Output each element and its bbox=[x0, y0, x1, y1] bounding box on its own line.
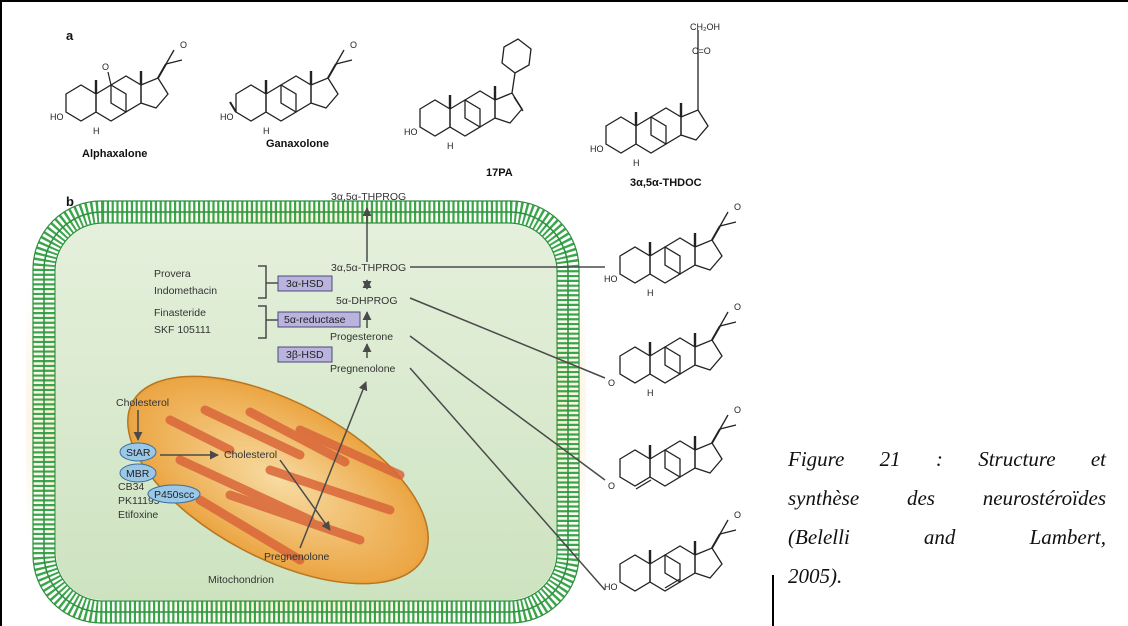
hydroxyl-label: HO bbox=[404, 127, 418, 137]
oxygen-label: O bbox=[734, 405, 741, 415]
protein-p450scc bbox=[147, 484, 201, 504]
hydrogen-label: H bbox=[93, 126, 100, 136]
hydrogen-label: H bbox=[633, 158, 640, 168]
mitochondrion bbox=[127, 375, 429, 585]
pathway-cholesterol-outer: Cholesterol bbox=[116, 397, 169, 409]
structure-progesterone: O O bbox=[608, 405, 741, 491]
caption-line: (Belelli and Lambert, bbox=[788, 525, 1106, 549]
ganaxolone-structure: O HO H bbox=[220, 40, 357, 136]
panel-a-label: a bbox=[66, 28, 74, 43]
pathway-dhprog: 5α-DHPROG bbox=[336, 295, 398, 307]
enzyme-3a-hsd: 3α-HSD bbox=[286, 278, 324, 290]
protein-p450scc-label: P450scc bbox=[154, 489, 194, 501]
oxygen-label: O bbox=[180, 40, 187, 50]
inhibitor-skf: SKF 105111 bbox=[154, 324, 211, 336]
frame-divider bbox=[772, 575, 774, 626]
caption-line: Figure 21 : Structure et bbox=[788, 447, 1106, 471]
pathway-thprog: 3α,5α-THPROG bbox=[331, 262, 406, 274]
pathway-progesterone: Progesterone bbox=[330, 331, 393, 343]
inhibitor-finasteride: Finasteride bbox=[154, 307, 206, 319]
hydrogen-label: H bbox=[647, 388, 654, 398]
enzyme-box-3a-hsd bbox=[277, 275, 333, 292]
inhibitor-provera: Provera bbox=[154, 268, 191, 280]
compound-ganaxolone: Ganaxolone bbox=[266, 138, 329, 150]
enzyme-5a-reductase: 5α-reductase bbox=[284, 314, 346, 326]
hydroxyl-label: HO bbox=[590, 144, 604, 154]
protein-star-label: StAR bbox=[126, 447, 151, 459]
oxygen-label: O bbox=[102, 62, 109, 72]
panel-b-label: b bbox=[66, 194, 74, 209]
pathway-pregnenolone-mito: Pregnenolone bbox=[264, 551, 330, 563]
frame-top-border bbox=[0, 0, 1128, 2]
oxygen-label: O bbox=[350, 40, 357, 50]
protein-star bbox=[119, 442, 157, 462]
structure-thprog: O HO H bbox=[604, 202, 741, 298]
hydroxyl-label: HO bbox=[604, 582, 618, 592]
hydroxyl-label: HO bbox=[604, 274, 618, 284]
oxygen-label: O bbox=[608, 378, 615, 388]
hydroxyl-label: HO bbox=[50, 112, 64, 122]
frame-left-border bbox=[0, 0, 2, 626]
figure-caption: Figure 21 : Structure et synthèse des ne… bbox=[788, 440, 1106, 596]
structure-pregnenolone: O HO bbox=[604, 510, 741, 593]
ch2oh-label: CH₂OH bbox=[690, 22, 720, 32]
alphaxalone-structure: O O HO H bbox=[50, 40, 187, 136]
inhibitor-pk11195: PK11195 bbox=[118, 495, 160, 507]
compound-thdoc: 3α,5α-THDOC bbox=[630, 177, 702, 189]
caption-line: 2005). bbox=[788, 564, 843, 588]
pathway-cholesterol-inner: Cholesterol bbox=[224, 449, 277, 461]
caption-line: synthèse des neurostéroïdes bbox=[788, 486, 1106, 510]
protein-mbr-label: MBR bbox=[126, 468, 150, 480]
oxygen-label: O bbox=[734, 302, 741, 312]
compound-17pa: 17PA bbox=[486, 167, 513, 179]
pathway-top-thprog: 3α,5α-THPROG bbox=[331, 191, 406, 203]
enzyme-3b-hsd: 3β-HSD bbox=[286, 349, 324, 361]
hydroxyl-label: HO bbox=[220, 112, 234, 122]
hydrogen-label: H bbox=[647, 288, 654, 298]
oxygen-label: O bbox=[734, 510, 741, 520]
protein-mbr bbox=[119, 463, 157, 483]
inhibitor-indomethacin: Indomethacin bbox=[154, 285, 217, 297]
enzyme-box-3b-hsd bbox=[277, 346, 333, 363]
oxygen-label: O bbox=[734, 202, 741, 212]
hydrogen-label: H bbox=[263, 126, 270, 136]
thdoc-structure: CH₂OH C=O HO H bbox=[590, 22, 720, 168]
enzyme-box-5a-reductase bbox=[277, 311, 361, 328]
carbonyl-label: C=O bbox=[692, 46, 711, 56]
compound-alphaxalone: Alphaxalone bbox=[82, 148, 147, 160]
mitochondrion-label: Mitochondrion bbox=[208, 574, 274, 586]
inhibitor-etifoxine: Etifoxine bbox=[118, 509, 158, 521]
17pa-structure: HO H bbox=[404, 38, 532, 151]
hydrogen-label: H bbox=[447, 141, 454, 151]
pathway-pregnenolone: Pregnenolone bbox=[330, 363, 396, 375]
inhibitor-cb34: CB34 bbox=[118, 481, 144, 493]
structure-dhprog: O O H bbox=[608, 302, 741, 398]
oxygen-label: O bbox=[608, 481, 615, 491]
